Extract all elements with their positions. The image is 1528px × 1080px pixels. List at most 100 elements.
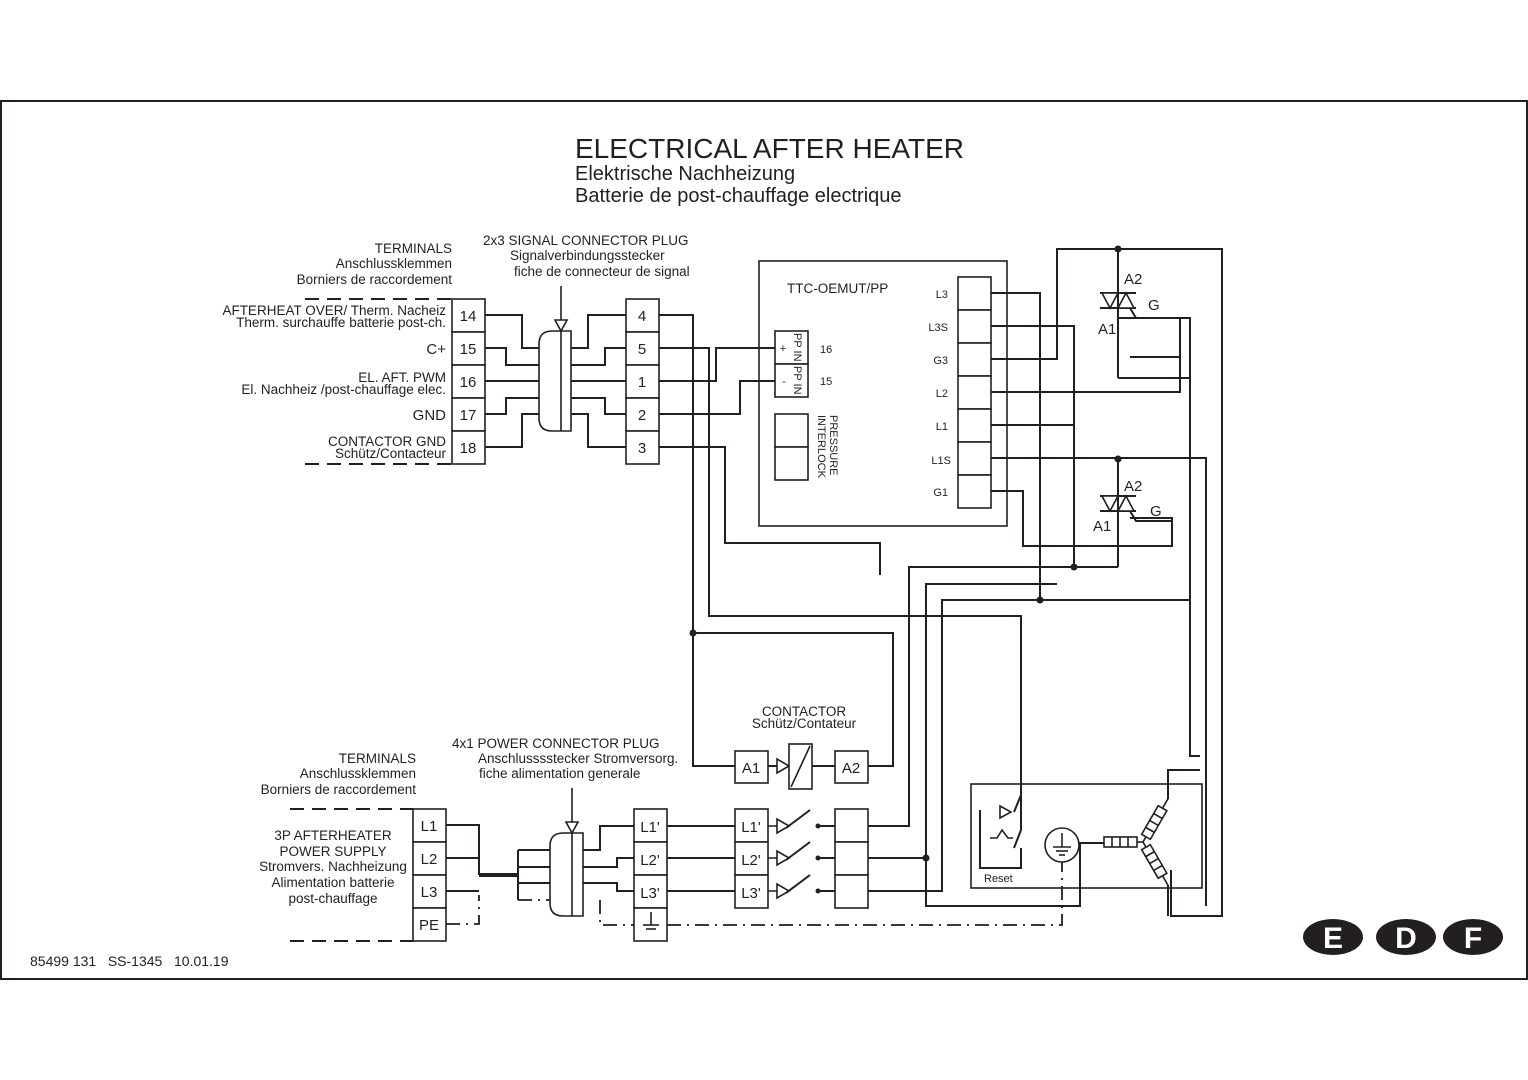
triac-a1-label: A1 bbox=[1093, 518, 1111, 535]
language-badge-label: E bbox=[1323, 922, 1343, 955]
junction-dot bbox=[922, 854, 930, 862]
coil-a2-terminal bbox=[834, 750, 869, 784]
heat-sensor-icon bbox=[990, 828, 1013, 839]
supply-label: post-chauffage bbox=[288, 891, 377, 906]
pin-num: 1 bbox=[638, 374, 646, 391]
terminal-label: CONTACTOR GND bbox=[328, 434, 446, 449]
language-badge-e bbox=[1303, 919, 1363, 955]
pp-plus-pin: 16 bbox=[820, 344, 832, 356]
pp-in-minus bbox=[774, 363, 809, 398]
gate-wire bbox=[1129, 510, 1173, 546]
triac-g-label: G bbox=[1150, 503, 1162, 520]
output-L3S bbox=[957, 309, 992, 344]
output-label: L3 bbox=[936, 289, 948, 301]
wire bbox=[1189, 600, 1200, 757]
reset-label: Reset bbox=[984, 873, 1013, 885]
triac-a2-label: A2 bbox=[1124, 478, 1142, 495]
gate-wire bbox=[1129, 307, 1181, 357]
pp-in-plus-label: PP IN bbox=[791, 333, 803, 362]
terminal-num: 15 bbox=[460, 341, 477, 358]
power-terminals-heading-fr: Borniers de raccordement bbox=[261, 782, 417, 797]
wire bbox=[991, 325, 1075, 567]
terminal-label: C+ bbox=[426, 341, 446, 358]
signal-terminals-heading-fr: Borniers de raccordement bbox=[297, 272, 453, 287]
wire bbox=[991, 490, 1173, 547]
power-pin-label: L3' bbox=[640, 885, 660, 902]
pole-label: L2' bbox=[741, 852, 761, 869]
triac-icon bbox=[1116, 291, 1136, 309]
signal-terminals-heading-en: TERMINALS bbox=[375, 241, 452, 256]
signal-connector-plug: 2x3 SIGNAL CONNECTOR PLUG Signalverbindu… bbox=[483, 233, 690, 465]
output-label: L1S bbox=[931, 455, 951, 467]
triac-a1-label: A1 bbox=[1098, 321, 1116, 338]
power-connector-heading-de: Anschlusssstecker Stromversorg. bbox=[478, 751, 678, 766]
thermostat-contact bbox=[1013, 812, 1022, 849]
language-badge-label: F bbox=[1464, 922, 1482, 955]
power-pin-L3 bbox=[633, 874, 668, 909]
pole-output bbox=[834, 808, 869, 843]
power-pin-label: L2' bbox=[640, 852, 660, 869]
terminal-label: EL. AFT. PWM bbox=[358, 370, 446, 385]
wire bbox=[667, 825, 735, 892]
output-L2 bbox=[957, 375, 992, 410]
power-pin-label: L1' bbox=[640, 819, 660, 836]
language-badge-d bbox=[1376, 919, 1436, 955]
pp-plus-sign: + bbox=[780, 343, 786, 355]
title-fr: Batterie de post-chauffage electrique bbox=[575, 185, 902, 207]
wire bbox=[991, 248, 1223, 917]
thermostat-contact bbox=[1013, 784, 1022, 813]
heating-element-icon bbox=[1103, 798, 1169, 886]
wire bbox=[659, 347, 1022, 826]
supply-label: Alimentation batterie bbox=[271, 875, 394, 890]
earth-ground-icon bbox=[1044, 827, 1080, 863]
terminal-label: Therm. surchauffe batterie post-ch. bbox=[236, 315, 446, 330]
power-terminal-PE bbox=[412, 907, 447, 942]
supply-label: 3P AFTERHEATER bbox=[274, 828, 392, 843]
thermostat-arrow-icon bbox=[999, 804, 1013, 820]
power-terminals-heading-de: Anschlussklemmen bbox=[300, 766, 416, 781]
wire bbox=[1167, 769, 1200, 799]
pressure-interlock-terminal bbox=[774, 413, 809, 448]
supply-label: POWER SUPPLY bbox=[279, 844, 386, 859]
coil-slash bbox=[790, 745, 811, 788]
wire bbox=[979, 810, 1022, 869]
coil-a2-label: A2 bbox=[842, 760, 860, 777]
title-de: Elektrische Nachheizung bbox=[575, 163, 795, 185]
output-label: L1 bbox=[936, 421, 948, 433]
wire bbox=[991, 356, 1181, 393]
wire bbox=[446, 824, 480, 875]
contactor-heading-en: CONTACTOR bbox=[762, 704, 847, 719]
wire bbox=[583, 882, 634, 892]
pole-output bbox=[834, 841, 869, 876]
power-connector-heading-fr: fiche alimentation generale bbox=[479, 766, 640, 781]
pin-4 bbox=[625, 298, 660, 333]
pin-3 bbox=[625, 430, 660, 465]
wire bbox=[571, 314, 626, 349]
pin-num: 4 bbox=[638, 308, 646, 325]
signal-connector-heading-en: 2x3 SIGNAL CONNECTOR PLUG bbox=[483, 233, 689, 248]
output-label: L3S bbox=[928, 322, 948, 334]
wire bbox=[925, 583, 1104, 907]
terminal-num: 14 bbox=[460, 308, 477, 325]
signal-terminals: TERMINALS Anschlussklemmen Borniers de r… bbox=[222, 241, 486, 465]
title-main: ELECTRICAL AFTER HEATER bbox=[575, 133, 964, 164]
pointer-arrow-icon bbox=[553, 319, 569, 333]
pole-output bbox=[834, 874, 869, 909]
terminal-num: 18 bbox=[460, 440, 477, 457]
triac-icon bbox=[1116, 494, 1136, 512]
wiring-network bbox=[659, 248, 1223, 917]
terminal-label: GND bbox=[413, 407, 447, 424]
heater-housing bbox=[970, 783, 1203, 889]
output-label: G1 bbox=[933, 487, 948, 499]
triac-upper: A2 G A1 bbox=[1098, 245, 1189, 379]
pin-num: 3 bbox=[638, 440, 646, 457]
plug-body bbox=[549, 832, 584, 917]
terminal-label: Schütz/Contacteur bbox=[335, 446, 447, 461]
pp-minus-sign: - bbox=[782, 376, 786, 388]
output-label: G3 bbox=[933, 355, 948, 367]
language-badges: E D F bbox=[1303, 919, 1503, 955]
switch-contact-icon bbox=[768, 874, 835, 900]
controller-name: TTC-OEMUT/PP bbox=[787, 281, 888, 296]
terminal-num: 17 bbox=[460, 407, 477, 424]
